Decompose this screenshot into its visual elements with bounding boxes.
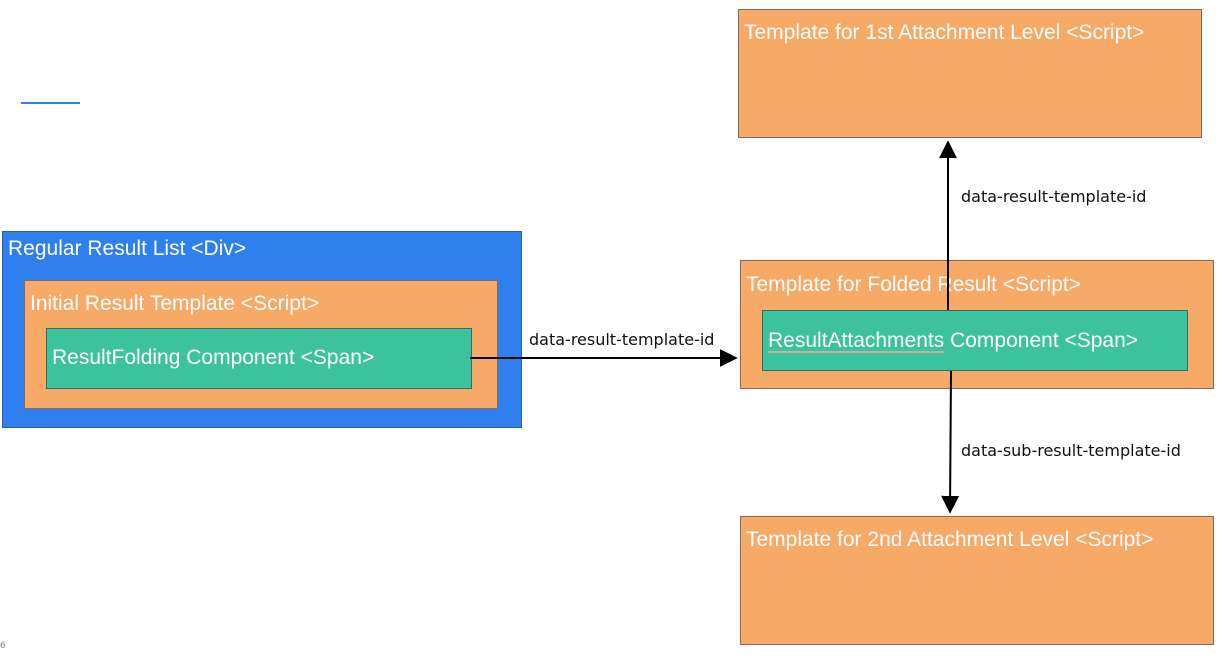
regular-result-list-label: Regular Result List <Div> — [8, 237, 247, 260]
edge-label-attachments-to-first: data-result-template-id — [961, 187, 1147, 206]
initial-result-template-label: Initial Result Template <Script> — [30, 292, 320, 315]
result-attachments-component-box: ResultAttachments Component <Span> — [762, 310, 1188, 371]
edge-label-attachments-to-second: data-sub-result-template-id — [961, 441, 1181, 460]
result-attachments-suffix: Component <Span> — [944, 329, 1139, 352]
second-attachment-template-box: Template for 2nd Attachment Level <Scrip… — [740, 516, 1214, 645]
folded-result-template-box: Template for Folded Result <Script> Resu… — [740, 260, 1214, 389]
accent-line — [21, 102, 80, 104]
regular-result-list-box: Regular Result List <Div> Initial Result… — [2, 231, 522, 428]
edge-label-folding-to-folded: data-result-template-id — [529, 330, 715, 349]
result-attachments-name: ResultAttachments — [768, 329, 945, 352]
page-number: 6 — [0, 641, 6, 651]
folded-result-template-label: Template for Folded Result <Script> — [746, 273, 1081, 296]
result-folding-component-label: ResultFolding Component <Span> — [52, 346, 375, 369]
result-attachments-component-label: ResultAttachments Component <Span> — [768, 329, 1138, 353]
first-attachment-template-box: Template for 1st Attachment Level <Scrip… — [738, 9, 1202, 138]
arrow-attachments-to-second — [941, 370, 960, 514]
second-attachment-template-label: Template for 2nd Attachment Level <Scrip… — [746, 528, 1154, 551]
result-folding-component-box: ResultFolding Component <Span> — [46, 328, 472, 389]
first-attachment-template-label: Template for 1st Attachment Level <Scrip… — [744, 21, 1145, 44]
initial-result-template-box: Initial Result Template <Script> ResultF… — [24, 280, 498, 409]
